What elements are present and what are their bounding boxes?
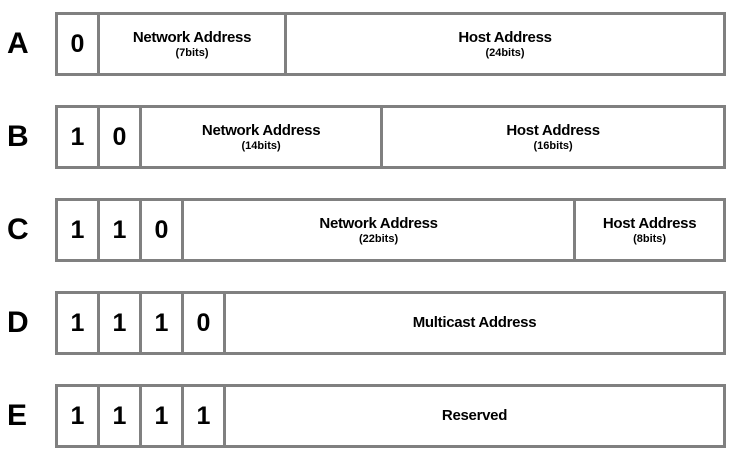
class-a-label: A [7, 27, 29, 60]
class-e-reserved-segment: Reserved [226, 387, 723, 445]
segment-name: Host Address [458, 28, 552, 46]
class-b-bit-0: 1 [58, 108, 100, 166]
class-c-bit-1: 1 [100, 201, 142, 259]
class-d-box: 1 1 1 0 Multicast Address [55, 291, 726, 355]
class-a-bit-0: 0 [58, 15, 100, 73]
class-e-bit-2: 1 [142, 387, 184, 445]
class-c-box: 1 1 0 Network Address (22bits) Host Addr… [55, 198, 726, 262]
segment-name: Reserved [441, 407, 508, 424]
segment-name: Network Address [132, 28, 252, 46]
class-e-bit-1: 1 [100, 387, 142, 445]
segment-name: Network Address [201, 121, 321, 139]
class-d-multicast-segment: Multicast Address [226, 294, 723, 352]
class-d-bit-1: 1 [100, 294, 142, 352]
class-e-label: E [7, 399, 27, 432]
class-d-label: D [7, 306, 29, 339]
class-c-host-segment: Host Address (8bits) [576, 201, 723, 259]
class-d-row: D 1 1 1 0 Multicast Address [0, 291, 726, 355]
class-c-bit-2: 0 [142, 201, 184, 259]
class-d-bit-3: 0 [184, 294, 226, 352]
segment-size: (16bits) [533, 139, 573, 152]
class-e-box: 1 1 1 1 Reserved [55, 384, 726, 448]
class-b-row: B 1 0 Network Address (14bits) Host Addr… [0, 105, 726, 169]
class-d-bit-0: 1 [58, 294, 100, 352]
class-a-host-segment: Host Address (24bits) [287, 15, 723, 73]
class-b-bit-1: 0 [100, 108, 142, 166]
class-e-row: E 1 1 1 1 Reserved [0, 384, 726, 448]
class-b-network-segment: Network Address (14bits) [142, 108, 384, 166]
segment-size: (24bits) [485, 46, 525, 59]
class-c-row: C 1 1 0 Network Address (22bits) Host Ad… [0, 198, 726, 262]
segment-name: Multicast Address [412, 314, 537, 331]
class-c-bit-0: 1 [58, 201, 100, 259]
class-c-label: C [7, 213, 29, 246]
class-b-host-segment: Host Address (16bits) [383, 108, 723, 166]
class-b-label: B [7, 120, 29, 153]
segment-name: Host Address [602, 214, 697, 232]
class-a-box: 0 Network Address (7bits) Host Address (… [55, 12, 726, 76]
class-e-bit-3: 1 [184, 387, 226, 445]
class-a-row: A 0 Network Address (7bits) Host Address… [0, 12, 726, 76]
segment-size: (14bits) [241, 139, 281, 152]
segment-size: (8bits) [633, 232, 667, 245]
class-d-bit-2: 1 [142, 294, 184, 352]
segment-name: Network Address [319, 214, 438, 232]
segment-size: (22bits) [359, 232, 399, 245]
segment-name: Host Address [506, 121, 600, 139]
class-c-network-segment: Network Address (22bits) [184, 201, 577, 259]
class-e-bit-0: 1 [58, 387, 100, 445]
segment-size: (7bits) [175, 46, 209, 59]
class-b-box: 1 0 Network Address (14bits) Host Addres… [55, 105, 726, 169]
class-a-network-segment: Network Address (7bits) [100, 15, 287, 73]
